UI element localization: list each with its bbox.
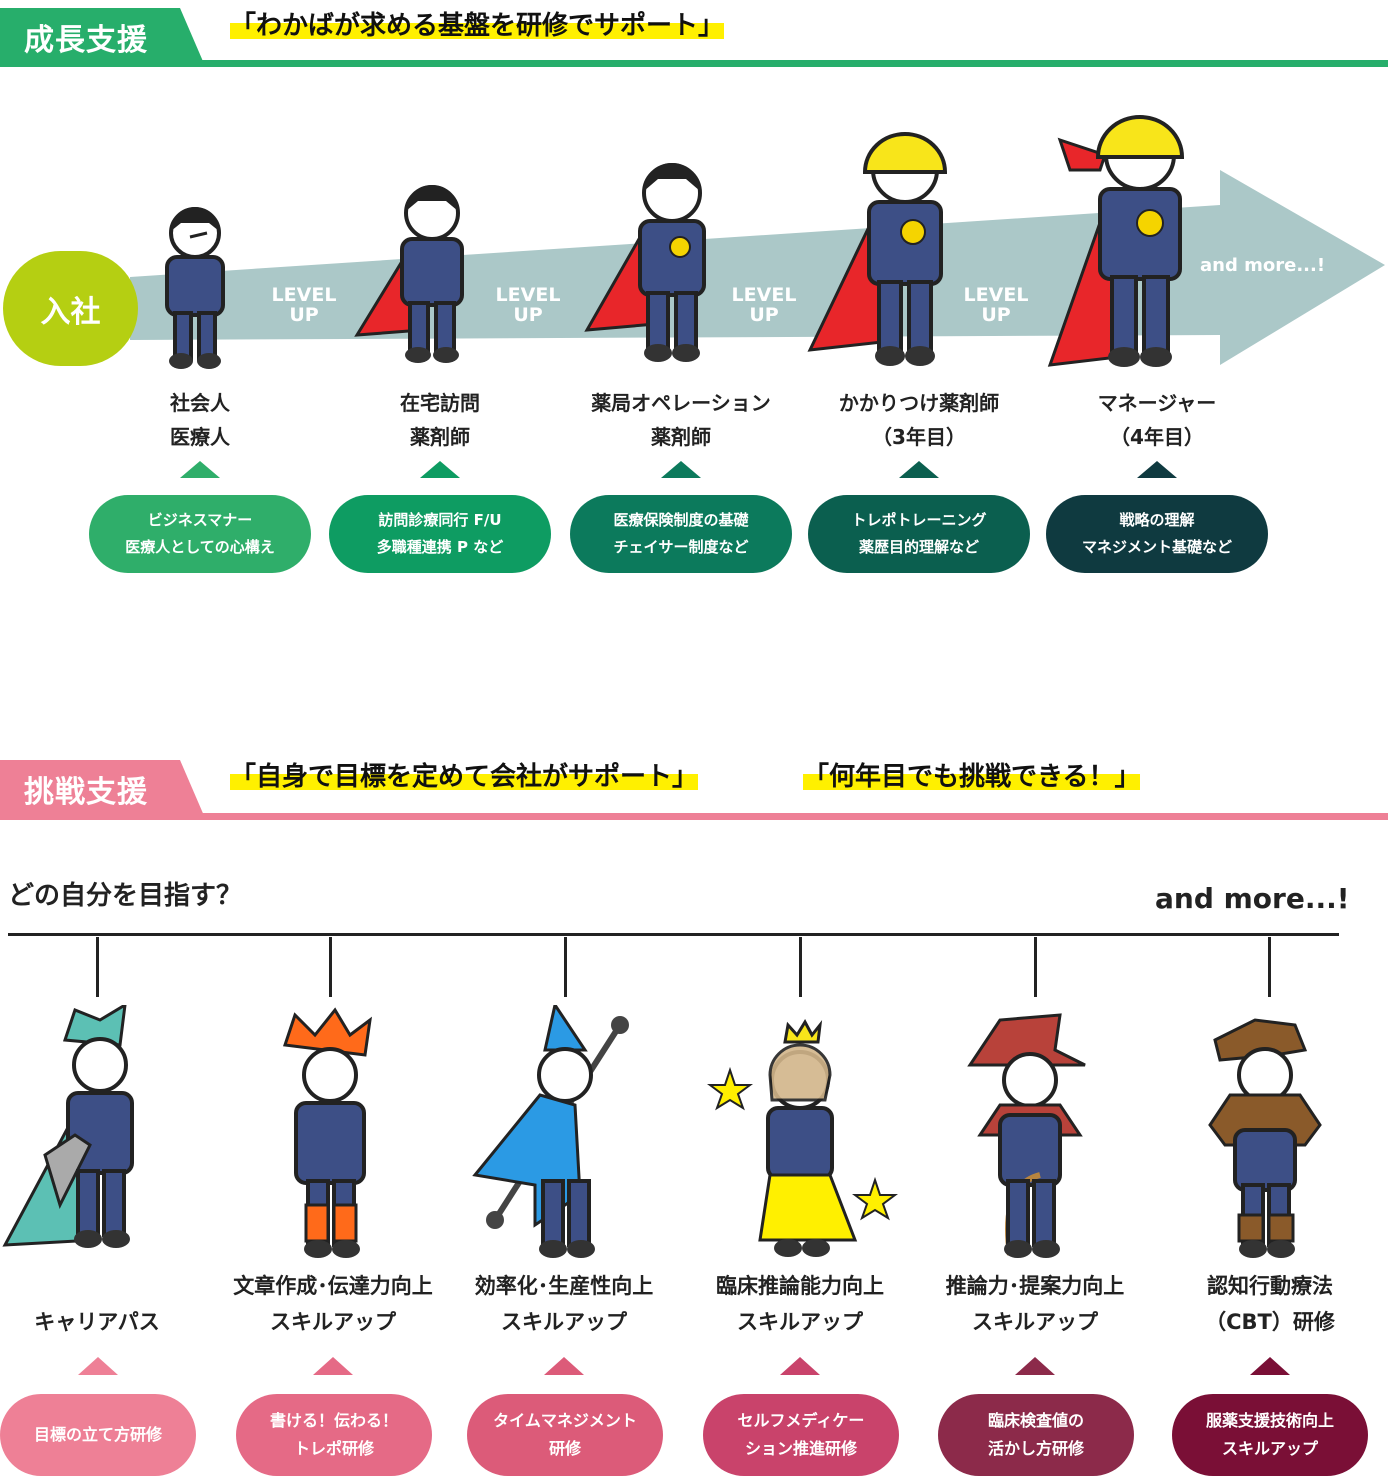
challenge-headline-1: 「自身で目標を定めて会社がサポート」 (230, 762, 699, 792)
character-homecare-icon (354, 185, 464, 363)
path-label: 臨床推論能力向上スキルアップ (716, 1274, 884, 1334)
path-training-pill: セルフメディケーション推進研修 (703, 1394, 899, 1476)
timeline-drop (564, 937, 567, 997)
timeline-drop (799, 937, 802, 997)
path-pointer (544, 1357, 584, 1375)
timeline-line (8, 933, 1339, 936)
growth-arrow-illustration (130, 115, 1385, 369)
challenge-and-more: and more...! (1155, 882, 1350, 915)
start-circle: 入社 (3, 251, 138, 366)
character-princess-icon (707, 1018, 898, 1257)
stage-role: かかりつけ薬剤師（3年目） (838, 391, 1000, 449)
path-label: 推論力･提案力向上スキルアップ (945, 1274, 1125, 1334)
growth-and-more: and more...! (1200, 255, 1326, 276)
stage-pointer (1137, 461, 1177, 478)
training-pill: トレポトレーニング薬歴目的理解など (808, 495, 1030, 573)
path-pointer (1250, 1357, 1290, 1375)
stage-pointer (420, 461, 460, 478)
path-training-pill: タイムマネジメント研修 (467, 1394, 663, 1476)
character-king-icon (282, 1007, 372, 1258)
challenge-headline-2: 「何年目でも挑戦できる！」 (803, 762, 1141, 792)
path-training-pill: 書ける！伝わる！トレポ研修 (236, 1394, 432, 1476)
character-operation-icon (584, 163, 706, 362)
character-mage-icon (472, 1005, 629, 1258)
growth-section-line (0, 60, 1388, 67)
stage-role: 社会人医療人 (170, 391, 230, 449)
timeline-drop (329, 937, 332, 997)
training-pill: 戦略の理解マネジメント基礎など (1046, 495, 1268, 573)
path-training-pill: 目標の立て方研修 (0, 1394, 196, 1476)
path-label: 認知行動療法（CBT）研修 (1205, 1274, 1335, 1334)
timeline-drop (96, 937, 99, 997)
character-witch-icon (967, 1013, 1086, 1258)
path-training-pill: 臨床検査値の活かし方研修 (938, 1394, 1134, 1476)
path-pointer (313, 1357, 353, 1375)
path-pointer (1015, 1357, 1055, 1375)
path-pointer (78, 1357, 118, 1375)
character-knight-icon (2, 1005, 134, 1248)
character-newcomer-icon (165, 207, 225, 369)
path-label: キャリアパス (34, 1310, 160, 1334)
challenge-question: どの自分を目指す？ (8, 881, 243, 911)
character-manager-icon (1047, 115, 1185, 367)
timeline-drop (1034, 937, 1037, 997)
growth-section-tag: 成長支援 (0, 8, 205, 66)
stage-role: 在宅訪問薬剤師 (400, 391, 480, 449)
path-label: 効率化･生産性向上スキルアップ (474, 1274, 654, 1334)
stage-role: 薬局オペレーション薬剤師 (591, 391, 771, 449)
path-pointer (780, 1357, 820, 1375)
stage-pointer (661, 461, 701, 478)
character-beast-icon (1208, 1018, 1322, 1258)
training-pill: 医療保険制度の基礎チェイサー制度など (570, 495, 792, 573)
growth-arrow (130, 170, 1385, 365)
path-label: 文章作成･伝達力向上スキルアップ (233, 1274, 433, 1334)
stage-pointer (180, 461, 220, 478)
growth-headline: 「わかばが求める基盤を研修でサポート」 (230, 11, 725, 41)
challenge-section-tag: 挑戦支援 (0, 760, 205, 818)
path-training-pill: 服薬支援技術向上スキルアップ (1172, 1394, 1368, 1476)
stage-pointer (899, 461, 939, 478)
character-family-pharmacist-icon (807, 132, 948, 366)
challenge-section-line (0, 813, 1388, 820)
challenge-characters-illustration (2, 1005, 1322, 1258)
training-pill: ビジネスマナー医療人としての心構え (89, 495, 311, 573)
timeline-drop (1268, 937, 1271, 997)
stage-role: マネージャー（4年目） (1097, 391, 1217, 449)
